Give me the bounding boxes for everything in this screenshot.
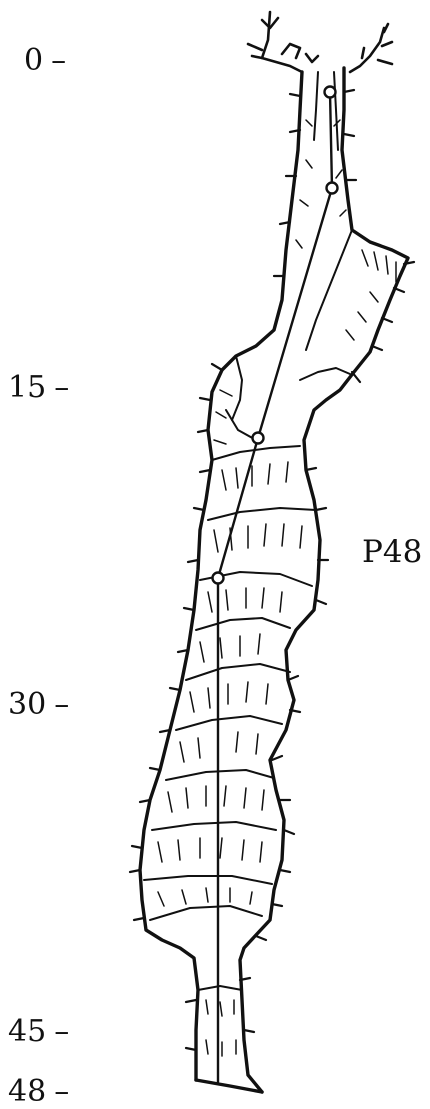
- depth-label-45: 45–: [0, 1017, 92, 1047]
- depth-label-15: 15–: [0, 373, 92, 403]
- survey-station-1: [323, 85, 337, 99]
- depth-tick-dash: –: [51, 43, 67, 78]
- depth-value: 30: [8, 687, 47, 722]
- cave-floor: [194, 1078, 264, 1094]
- survey-stations: [211, 85, 339, 585]
- entrance-vegetation-right: [348, 22, 394, 74]
- depth-label-30: 30–: [0, 690, 92, 720]
- depth-tick-dash: –: [54, 687, 70, 722]
- cave-name-label: P48: [362, 534, 423, 570]
- depth-tick-dash: –: [54, 1014, 70, 1049]
- survey-station-2: [325, 181, 339, 195]
- depth-tick-dash: –: [54, 1074, 70, 1109]
- depth-value: 48: [8, 1074, 47, 1109]
- survey-line: [216, 90, 334, 1084]
- cave-wall-hatching: [157, 119, 397, 1057]
- cave-wall-right: [238, 66, 410, 1094]
- depth-label-48: 48–: [0, 1077, 92, 1107]
- cave-wall-spikes: [128, 88, 416, 1052]
- depth-tick-dash: –: [54, 370, 70, 405]
- entrance-vegetation-left: [246, 10, 320, 74]
- survey-station-3: [251, 431, 265, 445]
- survey-station-4: [211, 571, 225, 585]
- cave-wall-left: [138, 70, 304, 1082]
- depth-value: 15: [8, 370, 47, 405]
- depth-label-0: 0–: [0, 46, 92, 76]
- depth-value: 0: [24, 43, 44, 78]
- depth-value: 45: [8, 1014, 47, 1049]
